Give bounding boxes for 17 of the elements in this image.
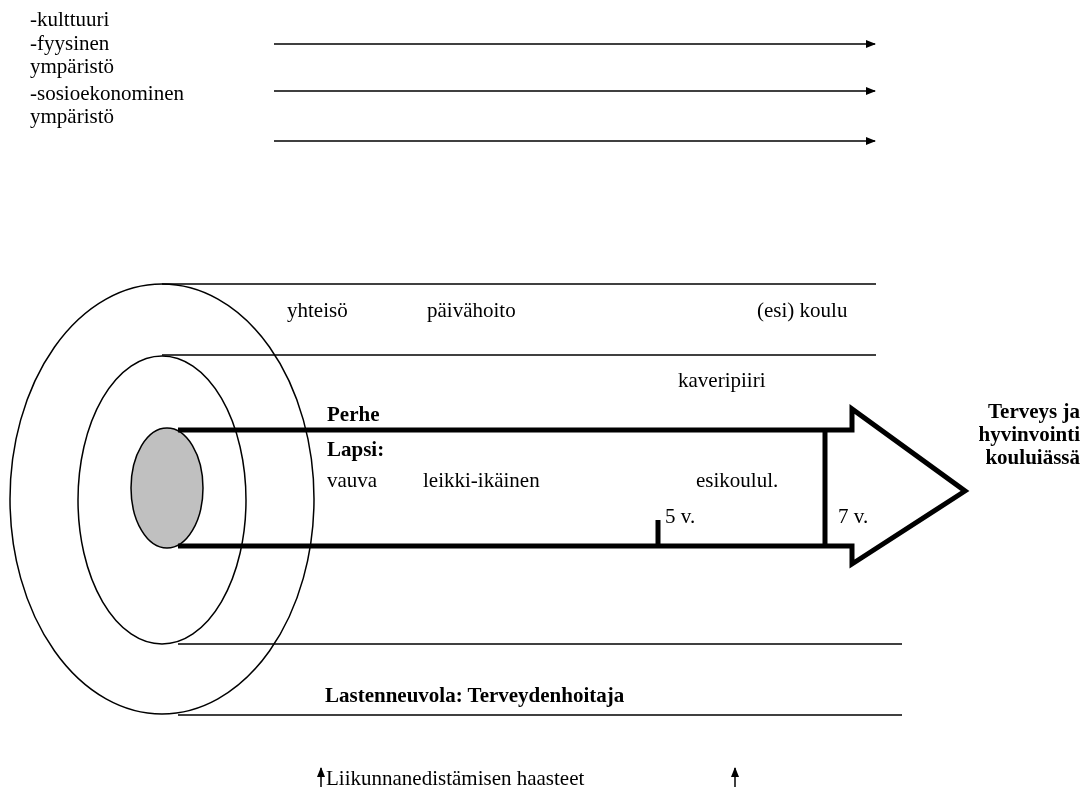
heading-text: Lapsi:	[327, 437, 385, 461]
band-label: (esi) koulu	[757, 298, 848, 322]
factor-text: -kulttuuri	[30, 8, 111, 31]
caption-text: Liikunnanedistämisen haasteet	[326, 766, 585, 790]
stage-label: esikoulul.	[696, 468, 779, 492]
stage-label: leikki-ikäinen	[423, 468, 540, 492]
band-label: kaveripiiri	[678, 368, 766, 392]
stage-label: 5 v.	[665, 504, 696, 528]
stage-label: vauva	[327, 468, 378, 492]
band-heading: Lastenneuvola: Terveydenhoitaja	[325, 683, 625, 707]
band-heading: Perhe	[327, 402, 380, 426]
factor-text: -sosioekonominen ympäristö	[30, 82, 185, 128]
band-label: yhteisö	[287, 298, 348, 322]
outcome-text: Terveys ja hyvinvointi kouluiässä	[977, 400, 1080, 469]
stage-label: 7 v.	[838, 504, 869, 528]
factor-text: -fyysinen ympäristö	[30, 32, 115, 78]
band-label: päivähoito	[427, 298, 516, 322]
